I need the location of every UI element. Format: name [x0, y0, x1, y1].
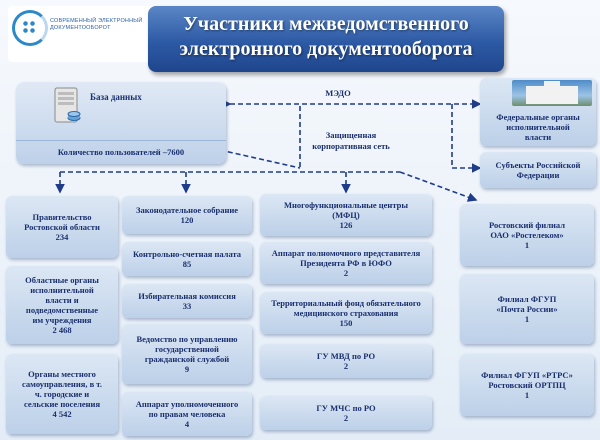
col3-box-5-label: ГУ МЧС по РО 2 [316, 403, 376, 423]
col3-box-4: ГУ МВД по РО 2 [260, 344, 432, 378]
medo-label: МЭДО [325, 88, 351, 98]
col3-box-2-label: Аппарат полномочного представителя Прези… [271, 248, 421, 278]
col2-box-5-label: Аппарат уполномоченного по правам челове… [135, 399, 239, 429]
title-banner: Участники межведомственного электронного… [148, 6, 504, 72]
col1-box-3: Органы местного самоуправления, в т. ч. … [6, 354, 118, 434]
col2-box-1-label: Законодательное собрание 120 [135, 205, 239, 225]
col1-box-3-label: Органы местного самоуправления, в т. ч. … [22, 369, 102, 419]
col4-box-3: Филиал ФГУП «РТРС» Ростовский ОРТПЦ 1 [460, 354, 594, 416]
col2-box-5: Аппарат уполномоченного по правам челове… [122, 392, 252, 436]
government-building-image [512, 80, 592, 106]
col4-box-3-label: Филиал ФГУП «РТРС» Ростовский ОРТПЦ 1 [481, 370, 573, 400]
col3-box-2: Аппарат полномочного представителя Прези… [260, 242, 432, 284]
col1-box-2: Областные органы исполнительной власти и… [6, 266, 118, 344]
col4-box-2-label: Филиал ФГУП «Почта России» 1 [496, 294, 558, 324]
col2-box-3: Избирательная комиссия 33 [122, 284, 252, 318]
server-icon [54, 87, 81, 123]
database-label: База данных [90, 92, 142, 102]
federal-subjects-box: Субъекты Российской Федерации [480, 152, 596, 188]
col2-box-4: Ведомство по управлению государственной … [122, 324, 252, 384]
col2-box-1: Законодательное собрание 120 [122, 196, 252, 234]
col3-box-4-label: ГУ МВД по РО 2 [316, 351, 376, 371]
federal-organs-label: Федеральные органы исполнительной власти [496, 112, 580, 142]
col4-box-2: Филиал ФГУП «Почта России» 1 [460, 274, 594, 344]
col1-box-1-label: Правительство Ростовской области 234 [24, 212, 100, 242]
logo: СОВРЕМЕННЫЙ ЭЛЕКТРОННЫЙ ДОКУМЕНТООБОРОТ [8, 6, 156, 62]
col3-box-3: Территориальный фонд обязательного медиц… [260, 292, 432, 334]
col2-box-4-label: Ведомство по управлению государственной … [136, 334, 238, 374]
col3-box-5: ГУ МЧС по РО 2 [260, 396, 432, 430]
corporate-network-label: Защищенная корпоративная сеть [312, 130, 390, 151]
col2-box-3-label: Избирательная комиссия 33 [138, 291, 236, 311]
col2-box-2: Контрольно-счетная палата 85 [122, 242, 252, 276]
col4-box-1: Ростовский филиал ОАО «Ростелеком» 1 [460, 204, 594, 266]
logo-ring-icon [12, 10, 48, 46]
page-title: Участники межведомственного электронного… [179, 13, 473, 60]
col3-box-1-label: Многофункциональные центры (МФЦ) 126 [284, 200, 408, 230]
col3-box-3-label: Территориальный фонд обязательного медиц… [271, 298, 421, 328]
database-box [16, 82, 226, 164]
col2-box-2-label: Контрольно-счетная палата 85 [132, 249, 242, 269]
database-users-count: Количество пользователей –7600 [16, 140, 226, 163]
logo-text: СОВРЕМЕННЫЙ ЭЛЕКТРОННЫЙ ДОКУМЕНТООБОРОТ [50, 18, 143, 31]
col4-box-1-label: Ростовский филиал ОАО «Ростелеком» 1 [489, 220, 565, 250]
logo-dots-icon [22, 20, 36, 34]
col3-box-1: Многофункциональные центры (МФЦ) 126 [260, 194, 432, 236]
col1-box-1: Правительство Ростовской области 234 [6, 196, 118, 258]
col1-box-2-label: Областные органы исполнительной власти и… [25, 275, 99, 335]
federal-subjects-label: Субъекты Российской Федерации [495, 160, 581, 180]
